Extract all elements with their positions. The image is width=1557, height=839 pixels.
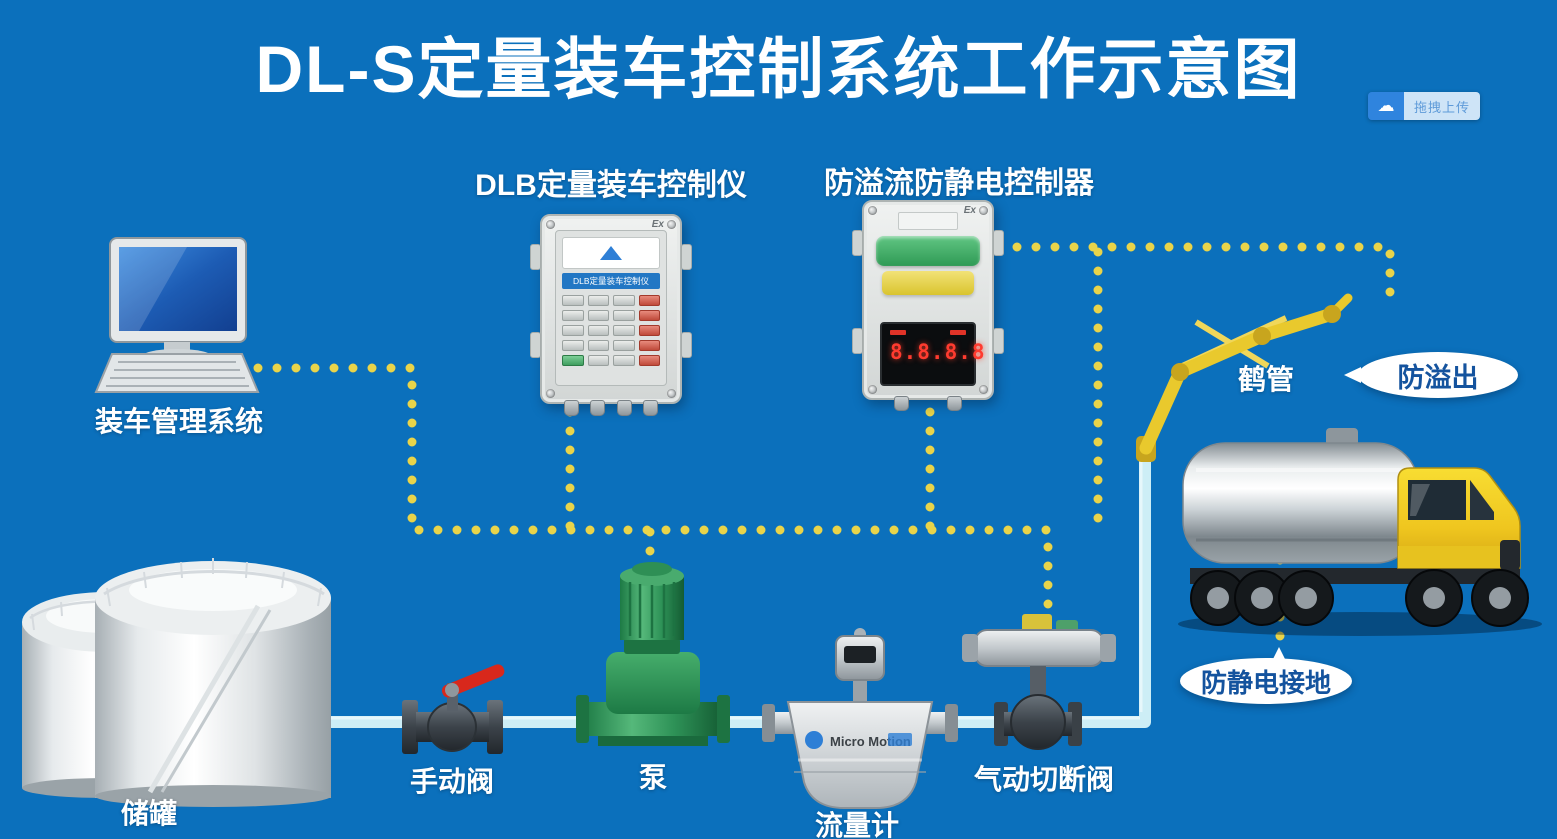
label-storage-tank: 储罐 [120,798,177,829]
keypad-button [613,295,635,306]
keypad-button [613,340,635,351]
cable-gland [894,396,909,411]
dlb-logo [562,237,660,269]
page-title: DL-S定量装车控制系统工作示意图 [255,32,1302,106]
callout-antistatic-text: 防静电接地 [1200,667,1331,698]
keypad-button [638,340,660,351]
ex-mark: Ex [651,219,664,230]
keypad-button [587,355,609,366]
label-manual-valve: 手动阀 [409,766,494,797]
ex-mark: Ex [963,205,976,216]
label-pump: 泵 [638,762,667,793]
cable-gland [564,400,579,416]
loading-arm [1136,293,1353,462]
keypad-button [638,310,660,321]
status-leds [890,330,966,335]
pipe [282,446,1151,728]
device-nameplate [898,212,958,230]
callout-tail [1344,367,1361,383]
drag-upload-label: 拖拽上传 [1404,92,1481,120]
label-dlb-controller: DLB定量装车控制仪 [475,169,747,202]
storage-tanks [22,558,331,807]
keypad-button [587,310,609,321]
display-digits: 8.8.8.8 [890,340,986,364]
keypad-button [587,325,609,336]
label-pneumatic-valve: 气动切断阀 [973,764,1114,795]
overflow-display: 8.8.8.8 [880,322,986,386]
label-overflow-controller: 防溢流防静电控制器 [824,167,1094,200]
callout-overflow-prevention: 防溢出 [1344,352,1518,398]
tanker-truck [1178,428,1542,636]
keypad-button [562,295,584,306]
keypad-button [638,295,660,306]
overflow-controller-device: Ex 8.8.8.8 [852,200,1004,411]
storage-tank-front [95,558,331,807]
led-indicator [950,330,966,335]
green-indicator-block [876,236,980,266]
callout-antistatic-grounding: 防静电接地 [1180,647,1352,704]
computer [94,237,260,393]
dlb-controller-device: Ex DLB定量装车控制仪 [530,214,692,416]
label-flow-meter: 流量计 [814,810,899,839]
cloud-upload-icon: ☁ [1368,92,1404,120]
pump-graphic [576,562,730,746]
label-loading-system: 装车管理系统 [94,406,263,437]
cable-glands [558,400,664,416]
keypad-button [587,340,609,351]
cable-gland [616,400,632,416]
callout-overflow-text: 防溢出 [1397,362,1479,393]
manual-valve-graphic [402,664,505,754]
keypad-button [613,355,635,366]
cable-gland [947,396,962,411]
brand-logo-icon [600,246,622,260]
cable-gland [642,400,658,416]
keypad-button [562,355,584,366]
keypad-button [587,295,609,306]
led-indicator [890,330,906,335]
keypad-button [638,325,660,336]
keypad-button [562,310,584,321]
dlb-panel: DLB定量装车控制仪 [555,230,667,386]
truck-wheels [1190,569,1529,627]
pneumatic-valve-graphic [962,614,1116,750]
label-crane-pipe: 鹤管 [1237,364,1294,395]
keypad-button [613,310,635,321]
keypad-button [613,325,635,336]
cable-gland [590,400,606,416]
signal-overflowbox-arm [993,242,1395,311]
yellow-indicator-block [882,271,974,295]
flow-meter-graphic: Micro Motion [762,628,958,809]
callout-tail [1272,647,1286,661]
keypad-button [562,325,584,336]
cable-glands [894,396,962,411]
dlb-strip-label: DLB定量装车控制仪 [562,273,660,289]
dlb-keypad [562,295,660,366]
keypad-button [562,340,584,351]
drag-upload-badge[interactable]: ☁ 拖拽上传 [1368,92,1481,120]
keypad-button [638,355,660,366]
